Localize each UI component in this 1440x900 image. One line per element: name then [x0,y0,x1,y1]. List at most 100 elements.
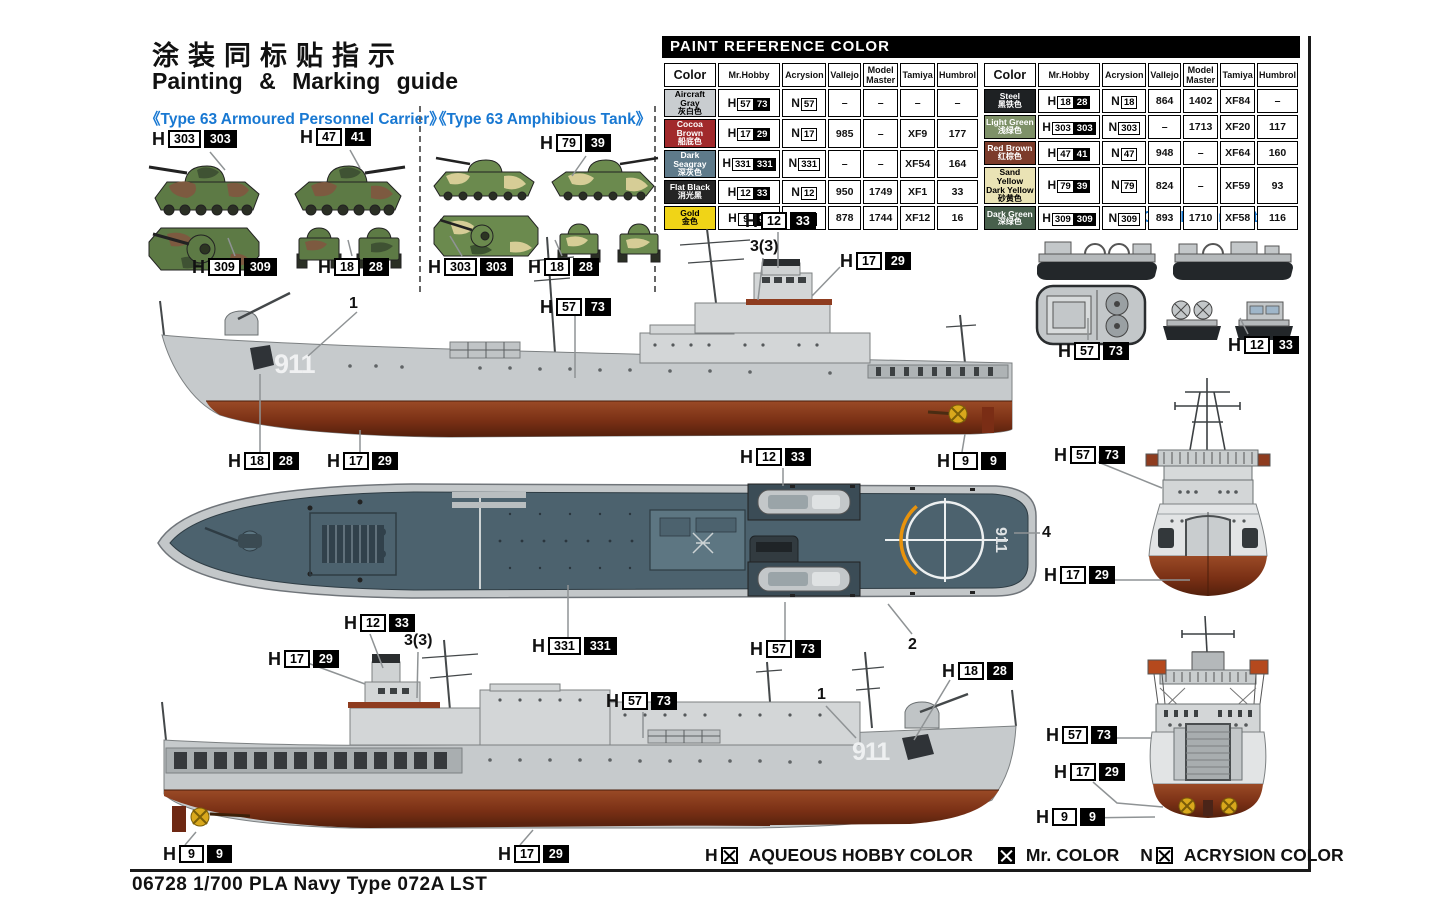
legend-mrcolor-label: Mr. COLOR [1025,845,1120,865]
paint-table-title: PAINT REFERENCE COLOR [662,36,1300,58]
amphibious-tank-illustration [433,156,661,263]
page-frame-bottom [130,869,1311,872]
bottom-profile-masts [161,639,1017,741]
part-number-callout: 3(3) [750,238,779,255]
bow-gun [224,310,259,336]
bow-superstructure [1145,449,1271,505]
bottom-profile-red-bottom [164,790,999,828]
top-profile-details [224,277,994,433]
kit-footer-title: 06728 1/700 PLA Navy Type 072A LST [132,874,488,895]
part-number-callout: 1 [349,295,358,312]
deck-foredeck-details [204,492,526,583]
deck-superstructure-top [649,509,799,573]
checkbox-x-icon [1155,847,1173,864]
deck-center-dots [498,512,634,570]
top-profile-masts [159,228,977,364]
page-title-english: Painting & Marking guide [152,68,459,94]
part-number-callout: 2 [908,636,917,653]
bow-mast [1174,378,1241,451]
deck-boats [747,483,861,597]
page-title-chinese: 涂装同标贴指示 [152,41,404,71]
amph-rear-view [617,223,661,263]
lcac-side-view-left [1037,241,1157,280]
stern-superstructure [1147,651,1269,733]
deck-hull-number: 911 [992,527,1009,553]
deck-helipad [885,498,1008,582]
legend-acrysion-symbol: N [1140,845,1173,866]
amph-side-view-left [433,156,535,201]
legend-aqueous-symbol: H [705,845,738,866]
ship-bow-view [1145,378,1271,596]
bottom-profile-superstructure [165,654,861,774]
apc-rear-view [356,227,402,269]
ship-stern-view [1147,615,1269,818]
amph-side-view-right [551,156,659,201]
legend-aqueous-label: AQUEOUS HOBBY COLOR [748,845,973,865]
bow-anchor-patch [902,734,934,760]
ship-side-view-top: 911 [159,228,1013,438]
lcac-side-view-right [1173,241,1293,280]
ship-side-view-bottom: 911 [161,639,1017,832]
hull-number: 911 [852,738,890,766]
dashed-divider-1 [419,106,421,292]
bow-anchor-patch [250,345,274,370]
lcac-front-view [1163,300,1221,340]
apc-illustration [148,165,406,271]
paint-system-legend: H AQUEOUS HOBBY COLOR Mr. COLOR N ACRYSI… [705,845,1344,866]
lcac-illustration [1035,241,1293,346]
apc-side-view-left [148,165,260,216]
page-frame-right [1308,36,1311,872]
part-number-callout: 3(3) [404,632,433,649]
lcac-rear-view [1235,301,1293,340]
apc-side-view-right [294,165,406,216]
hull-number: 911 [274,349,316,379]
top-profile-red-bottom [206,401,1012,437]
